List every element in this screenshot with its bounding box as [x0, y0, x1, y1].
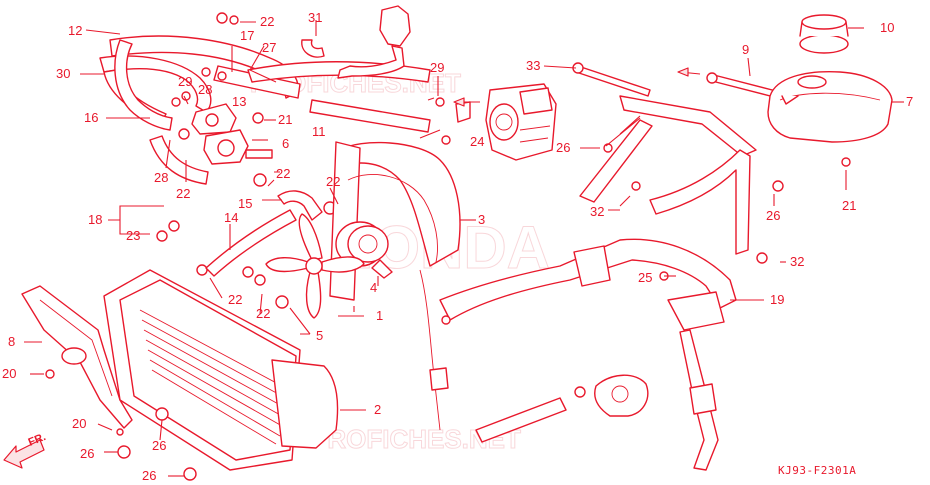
- bracket-24: [455, 101, 471, 123]
- callout-18: 18: [88, 212, 102, 227]
- callout-14: 14: [224, 210, 238, 225]
- diagram-code: KJ93-F2301A: [778, 464, 856, 477]
- hose-clamps: [171, 12, 586, 398]
- callout-26-c: 26: [142, 468, 156, 483]
- front-label: FR.: [27, 431, 48, 449]
- callout-19: 19: [770, 292, 784, 307]
- callout-16: 16: [84, 110, 98, 125]
- callout-30: 30: [56, 66, 70, 81]
- fan-connector: [429, 367, 449, 391]
- callout-26-b: 26: [80, 446, 94, 461]
- callout-28-top: 28: [198, 82, 212, 97]
- breather-valve: [337, 5, 411, 79]
- callout-24: 24: [470, 134, 484, 149]
- callout-22: 22: [260, 14, 274, 29]
- callout-22-bottom-b: 22: [256, 306, 270, 321]
- radiator-cap: [799, 14, 849, 54]
- callout-33: 33: [526, 58, 540, 73]
- callout-4: 4: [370, 280, 377, 295]
- callout-2: 2: [374, 402, 381, 417]
- callout-1: 1: [376, 308, 383, 323]
- callout-9: 9: [742, 42, 749, 57]
- callout-31: 31: [308, 10, 322, 25]
- bolts-washers: [45, 112, 851, 481]
- callout-29-left: 29: [178, 74, 192, 89]
- callout-15: 15: [238, 196, 252, 211]
- callout-13: 13: [232, 94, 246, 109]
- radiator-stay: [439, 95, 757, 471]
- callout-22-fan: 22: [326, 174, 340, 189]
- callout-5: 5: [316, 328, 323, 343]
- callout-20-bottom: 20: [72, 416, 86, 431]
- direction-arrows: [453, 67, 701, 107]
- fan-wire: [419, 269, 441, 431]
- reserve-tank: [767, 71, 893, 143]
- callout-25: 25: [638, 270, 652, 285]
- callout-8: 8: [8, 334, 15, 349]
- leader-lines: [24, 20, 904, 477]
- callout-22-left: 22: [176, 186, 190, 201]
- hose-clip: [301, 39, 325, 58]
- callout-32-top: 32: [590, 204, 604, 219]
- radiator-side-cover: [21, 285, 133, 429]
- callout-22-bottom-a: 22: [228, 292, 242, 307]
- lower-hoses: [205, 190, 323, 277]
- callout-17: 17: [240, 28, 254, 43]
- carburetor: [485, 83, 557, 161]
- callout-11: 11: [312, 124, 326, 139]
- callout-7: 7: [906, 94, 913, 109]
- callout-10: 10: [880, 20, 894, 35]
- callout-26-center: 26: [556, 140, 570, 155]
- callout-21-right: 21: [842, 198, 856, 213]
- callout-26-right: 26: [766, 208, 780, 223]
- callout-27: 27: [262, 40, 276, 55]
- thermostat-housing: [191, 103, 273, 165]
- callout-23: 23: [126, 228, 140, 243]
- callout-28-left: 28: [154, 170, 168, 185]
- cooling-fan: [265, 213, 365, 319]
- front-direction-arrow: FR.: [3, 431, 48, 469]
- callout-22-mid: 22: [276, 166, 290, 181]
- callout-26-a: 26: [152, 438, 166, 453]
- callout-21-top: 21: [278, 112, 292, 127]
- fan-motor: [335, 221, 393, 279]
- callout-12: 12: [68, 23, 82, 38]
- bypass-hose: [475, 374, 649, 443]
- callout-6: 6: [282, 136, 289, 151]
- callout-3: 3: [478, 212, 485, 227]
- callout-32-right: 32: [790, 254, 804, 269]
- callout-29-right: 29: [430, 60, 444, 75]
- radiator-core: [103, 269, 339, 471]
- callout-numbers: 12 22 31 10 30 17 27 9 33 7 29 29 28 13 …: [2, 10, 913, 483]
- callout-20-left: 20: [2, 366, 16, 381]
